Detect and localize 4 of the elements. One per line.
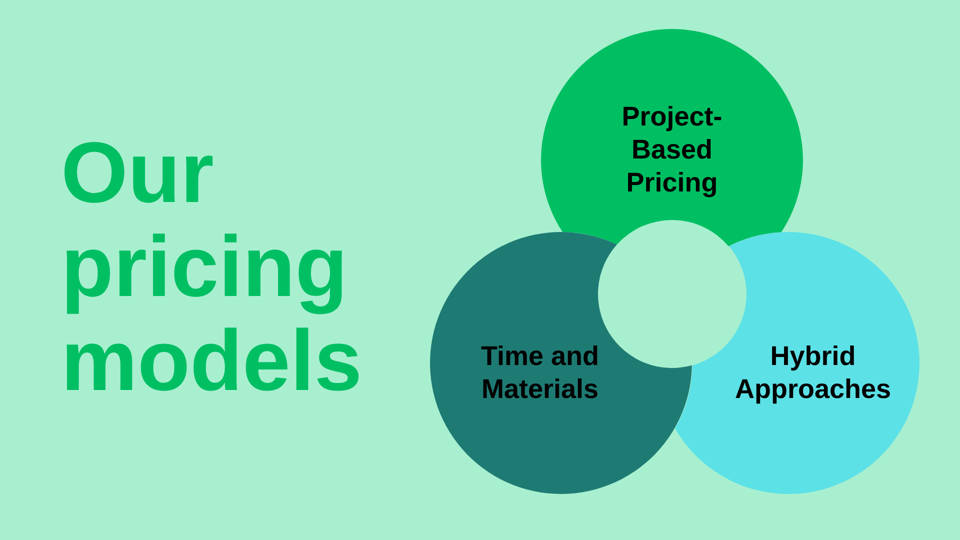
circle-label: Time and Materials <box>480 340 600 406</box>
circle-label: Project-Based Pricing <box>620 100 724 200</box>
circle-label: Hybrid Approaches <box>734 340 892 406</box>
title: Our pricing models <box>61 126 364 408</box>
